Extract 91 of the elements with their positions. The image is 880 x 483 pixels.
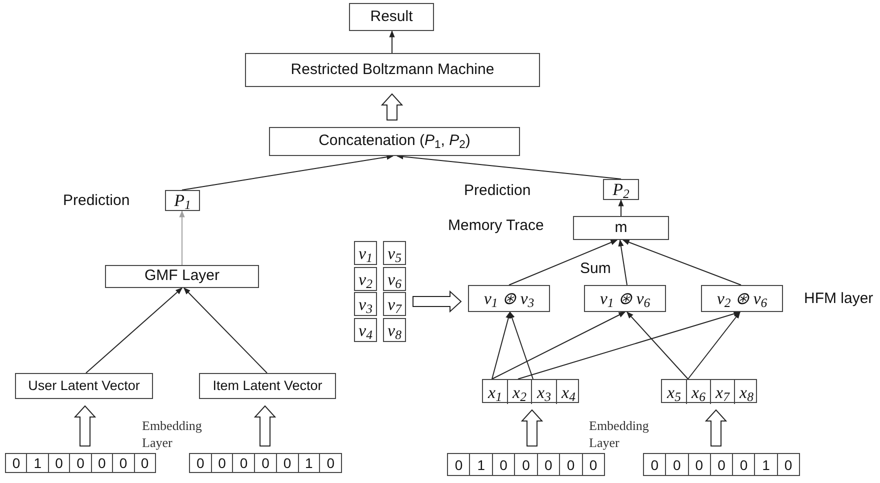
block-arrow bbox=[520, 409, 544, 446]
prediction-box: P$_{2}$ bbox=[603, 179, 639, 200]
layer-label: HFM layer bbox=[804, 289, 874, 309]
vector-digit: 0 bbox=[11, 454, 22, 472]
vector-digit: 0 bbox=[492, 454, 514, 475]
vector-cell: x$_{5}$ bbox=[662, 380, 686, 404]
vector-cell: v$_{8}$ bbox=[383, 318, 406, 342]
vector-cell: x$_{1}$ bbox=[483, 380, 507, 404]
vector-digit: 0 bbox=[69, 454, 91, 472]
interaction-box: v$_{1}$ ⊛ v$_{3}$ bbox=[468, 285, 550, 312]
input-vector bbox=[661, 379, 757, 403]
vector-digit: 0 bbox=[134, 454, 155, 472]
vector-digit: 0 bbox=[514, 454, 537, 475]
vector-cell: v$_{7}$ bbox=[383, 292, 406, 316]
arrow bbox=[86, 288, 183, 374]
embedding-layer-label: Embedding Layer bbox=[142, 417, 203, 451]
latent-vector-box: Item Latent Vector bbox=[199, 373, 336, 399]
concatenation-box: Concatenation (P$_{1}$, P$_{2}$) bbox=[269, 127, 520, 156]
vector-digit: 1 bbox=[469, 454, 492, 475]
vector-digit: 0 bbox=[48, 454, 70, 472]
vector-digit: 0 bbox=[112, 454, 134, 472]
one-hot-vector bbox=[189, 453, 342, 473]
arrow bbox=[184, 288, 268, 374]
vector-digit: 1 bbox=[754, 454, 777, 475]
vector-digit: 0 bbox=[732, 454, 754, 475]
prediction-label: Prediction bbox=[63, 191, 130, 211]
block-arrow bbox=[254, 405, 276, 446]
one-hot-vector bbox=[447, 453, 605, 476]
arrow bbox=[492, 311, 512, 380]
vector-digit: 0 bbox=[536, 454, 560, 475]
one-hot-vector bbox=[643, 453, 800, 476]
memory-trace-box: m bbox=[573, 216, 669, 240]
arrow bbox=[492, 312, 626, 380]
latent-vector-box: User Latent Vector bbox=[15, 373, 153, 399]
block-arrow bbox=[412, 290, 462, 313]
arrow bbox=[182, 154, 394, 190]
arrow bbox=[622, 240, 742, 286]
block-arrow bbox=[74, 405, 96, 446]
vector-digit: 0 bbox=[559, 454, 582, 475]
gmf-layer-box: GMF Layer bbox=[105, 265, 259, 288]
vector-digit: 0 bbox=[254, 454, 276, 472]
arrow bbox=[508, 240, 618, 286]
vector-digit: 1 bbox=[298, 454, 320, 472]
arrow bbox=[509, 311, 534, 380]
vector-cell: x$_{3}$ bbox=[531, 380, 556, 404]
vector-cell: v$_{3}$ bbox=[354, 292, 377, 316]
memory-trace-label: Memory Trace bbox=[448, 216, 544, 236]
sum-label: Sum bbox=[580, 259, 611, 279]
vector-digit: 0 bbox=[276, 454, 298, 472]
vector-digit: 0 bbox=[650, 456, 660, 474]
prediction-label: Prediction bbox=[464, 181, 531, 201]
vector-cell: v$_{2}$ bbox=[354, 267, 377, 291]
arrow bbox=[618, 239, 628, 286]
interaction-box: v$_{2}$ ⊛ v$_{6}$ bbox=[701, 285, 783, 312]
arrow bbox=[626, 311, 688, 380]
vector-cell: x$_{8}$ bbox=[734, 380, 758, 404]
vector-cell: v$_{1}$ bbox=[354, 241, 377, 265]
arrow bbox=[688, 311, 740, 380]
arrow bbox=[389, 30, 395, 54]
vector-cell: v$_{6}$ bbox=[383, 267, 406, 291]
arrow bbox=[179, 210, 185, 266]
block-arrow bbox=[380, 93, 404, 120]
block-arrow bbox=[704, 409, 728, 446]
rbm-box: Restricted Boltzmann Machine bbox=[245, 53, 540, 87]
vector-digit: 0 bbox=[776, 454, 799, 475]
arrow bbox=[518, 311, 741, 380]
vector-cell: v$_{5}$ bbox=[383, 241, 406, 265]
vector-digit: 0 bbox=[232, 454, 254, 472]
vector-digit: 0 bbox=[454, 456, 464, 474]
vector-cell: x$_{6}$ bbox=[686, 380, 710, 404]
embedding-layer-label: Embedding Layer bbox=[589, 417, 650, 451]
arrow bbox=[618, 199, 624, 216]
vector-digit: 0 bbox=[710, 454, 732, 475]
vector-digit: 0 bbox=[195, 454, 206, 472]
result-box: Result bbox=[349, 3, 434, 31]
vector-digit: 0 bbox=[665, 454, 688, 475]
input-vector bbox=[482, 379, 579, 403]
vector-digit: 0 bbox=[90, 454, 112, 472]
arrow bbox=[396, 154, 622, 180]
vector-digit: 1 bbox=[26, 454, 48, 472]
vector-cell: v$_{4}$ bbox=[354, 318, 377, 342]
vector-digit: 0 bbox=[319, 454, 342, 472]
prediction-box: P$_{1}$ bbox=[165, 190, 200, 211]
vector-cell: x$_{4}$ bbox=[556, 380, 580, 404]
vector-digit: 0 bbox=[210, 454, 232, 472]
one-hot-vector bbox=[5, 453, 156, 473]
interaction-box: v$_{1}$ ⊛ v$_{6}$ bbox=[584, 285, 666, 312]
vector-cell: x$_{7}$ bbox=[710, 380, 734, 404]
vector-cell: x$_{2}$ bbox=[507, 380, 531, 404]
vector-digit: 0 bbox=[582, 454, 604, 475]
vector-digit: 0 bbox=[688, 454, 710, 475]
